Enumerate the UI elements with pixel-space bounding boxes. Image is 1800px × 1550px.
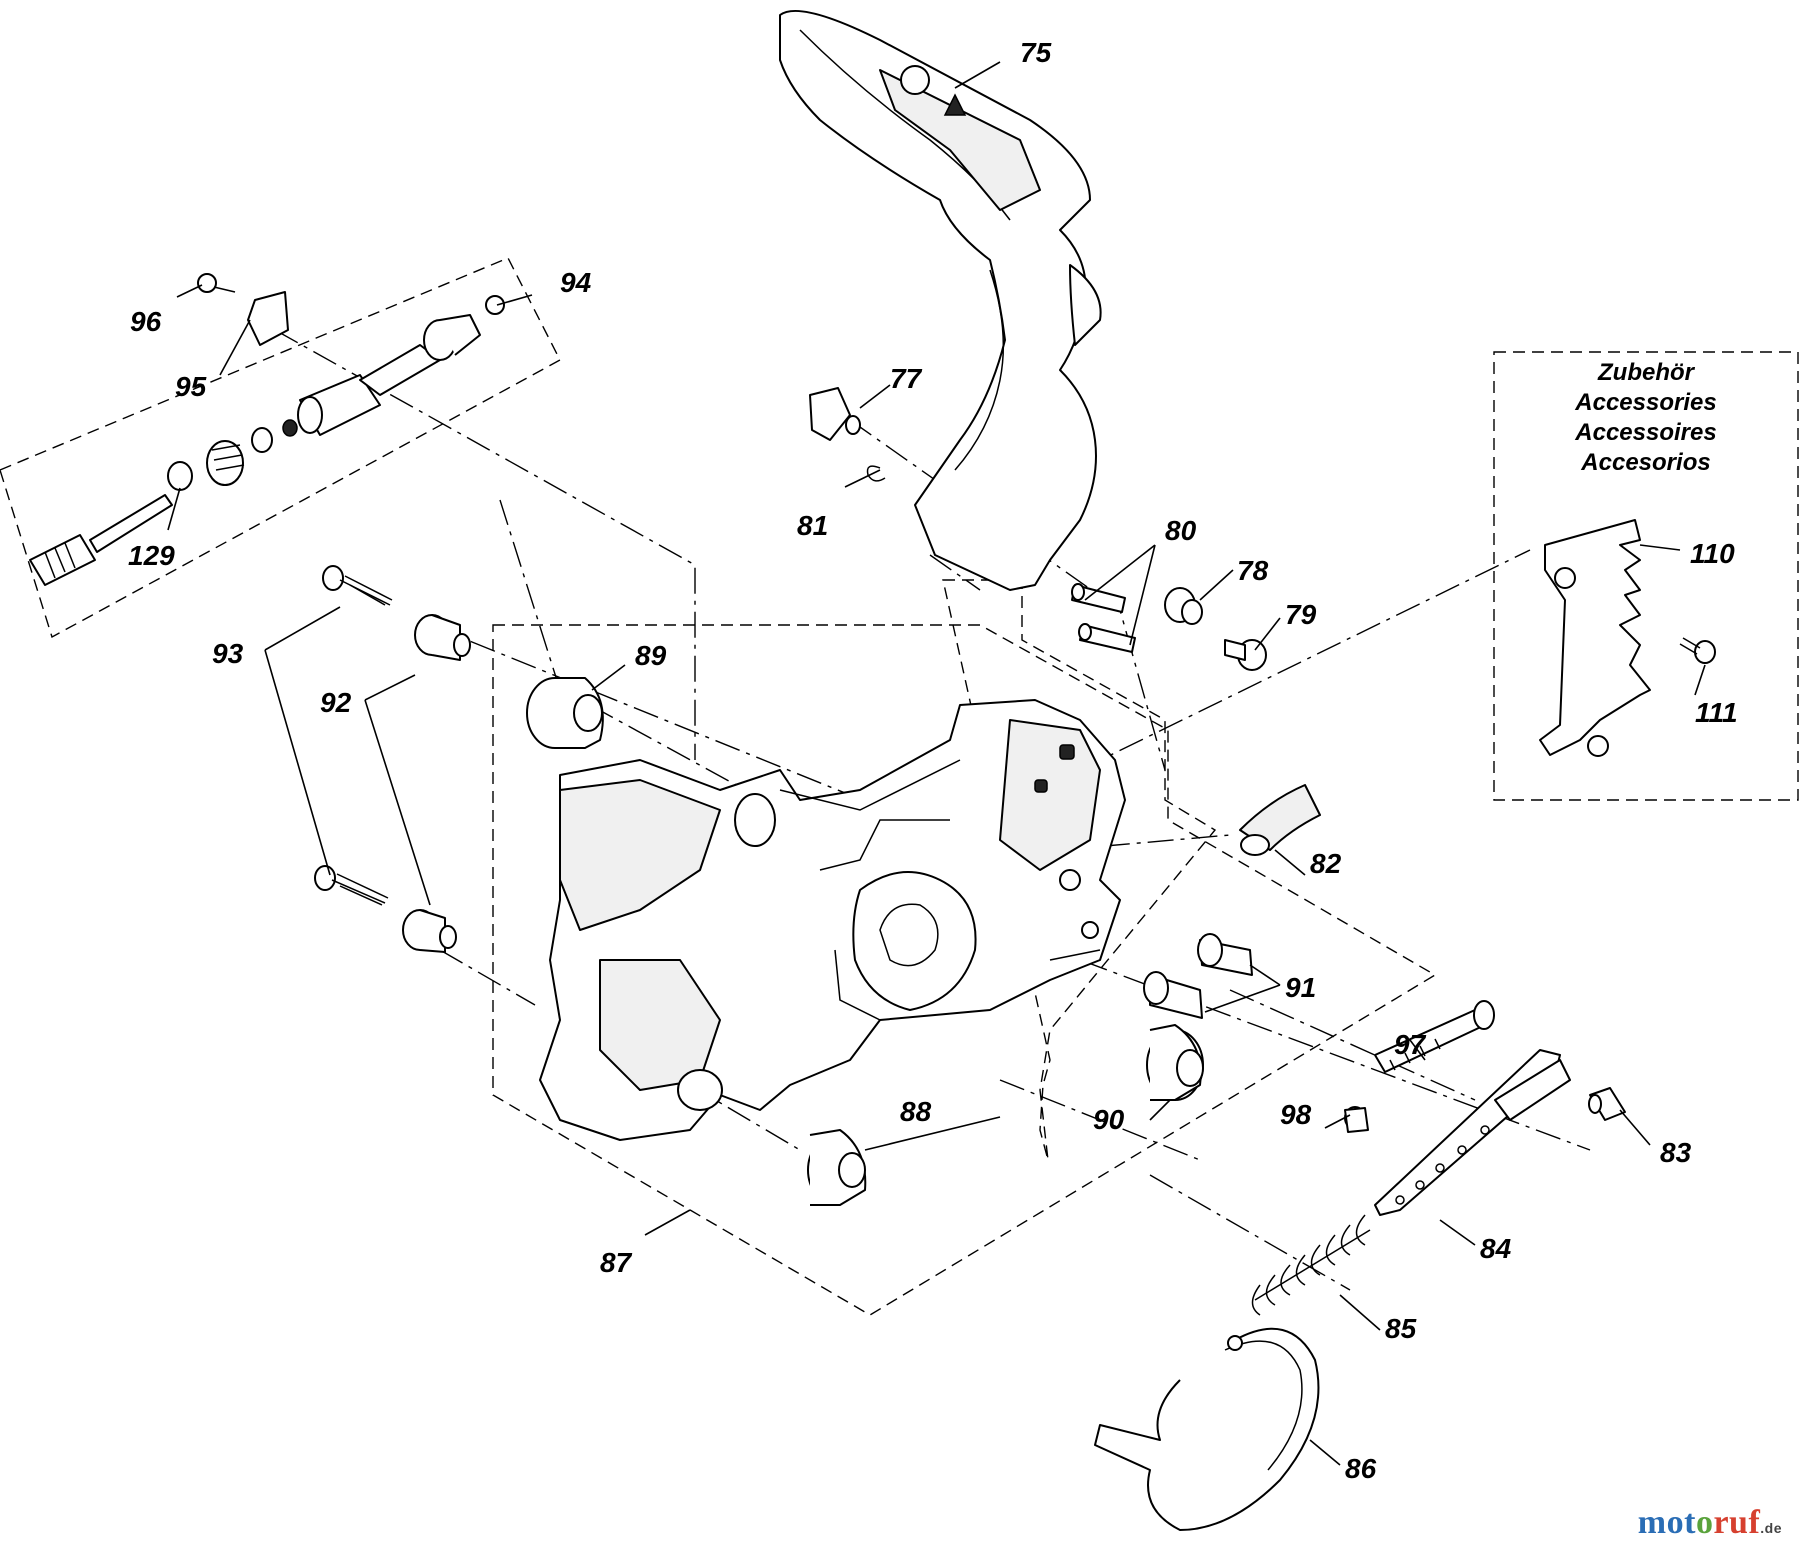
bolt-part-97 <box>1374 1000 1495 1073</box>
callout-93: 93 <box>212 638 244 669</box>
accessories-heading: Zubehör Accessories Accessoires Accesori… <box>1574 359 1716 476</box>
screw-part-79 <box>1224 639 1267 671</box>
callout-94: 94 <box>560 267 592 298</box>
callout-79: 79 <box>1285 599 1317 630</box>
shield-part-82 <box>1239 784 1321 856</box>
spring-part-85 <box>1251 1214 1371 1316</box>
callout-81: 81 <box>797 510 828 541</box>
assembly-box-87 <box>492 624 1437 1316</box>
clutch-cover-part-87 <box>539 699 1126 1141</box>
callout-80: 80 <box>1165 515 1197 546</box>
bushing-part-78 <box>1164 587 1203 625</box>
buffer-part-89 <box>526 677 604 749</box>
studs-part-91 <box>1143 933 1253 1019</box>
lever-part-84 <box>1374 1049 1571 1216</box>
leader-lines <box>167 61 1706 1466</box>
tensioner-kit-part-94 <box>29 273 505 586</box>
callout-90: 90 <box>1093 1104 1125 1135</box>
screw-part-111 <box>1679 637 1716 664</box>
callout-111: 111 <box>1695 697 1738 728</box>
hand-guard-part-75 <box>779 9 1102 591</box>
callout-78: 78 <box>1237 555 1269 586</box>
callout-75: 75 <box>1020 37 1052 68</box>
callout-85: 85 <box>1385 1313 1417 1344</box>
accessories-box <box>1493 351 1799 801</box>
callout-110: 110 <box>1690 538 1735 569</box>
callout-98: 98 <box>1280 1099 1312 1130</box>
callout-87: 87 <box>600 1247 633 1278</box>
callout-84: 84 <box>1480 1233 1512 1264</box>
accessories-line-fr: Accessoires <box>1574 419 1716 446</box>
callout-89: 89 <box>635 640 667 671</box>
callout-92: 92 <box>320 687 352 718</box>
accessories-line-en: Accessories <box>1574 389 1716 416</box>
spacer-part-92-lower <box>402 909 457 953</box>
callout-83: 83 <box>1660 1137 1692 1168</box>
watermark-logo: motoruf.de <box>1637 1504 1782 1541</box>
assembly-box-90 <box>942 579 1217 1161</box>
screw-part-93-upper <box>322 565 393 606</box>
pin-part-83 <box>1588 1087 1626 1121</box>
buffer-part-90 <box>1146 1024 1204 1101</box>
callout-91: 91 <box>1285 972 1316 1003</box>
accessories-line-es: Accesorios <box>1580 449 1710 476</box>
brake-band-part-86 <box>1094 1327 1320 1531</box>
buffer-part-88 <box>807 1129 867 1206</box>
callout-82: 82 <box>1310 848 1342 879</box>
screw-part-93-lower <box>314 865 389 906</box>
nut-part-98 <box>1344 1106 1369 1133</box>
accessories-line-de: Zubehör <box>1597 359 1696 386</box>
callout-97: 97 <box>1394 1029 1427 1060</box>
kit-box-94 <box>0 257 561 639</box>
spacer-part-92-upper <box>414 614 471 661</box>
callout-86: 86 <box>1345 1453 1377 1484</box>
callout-96: 96 <box>130 306 162 337</box>
callout-95: 95 <box>175 371 207 402</box>
callout-129: 129 <box>128 540 175 571</box>
plug-part-77 <box>809 387 861 441</box>
bumper-spike-part-110 <box>1539 519 1651 757</box>
ring-part-81 <box>866 465 886 482</box>
callout-88: 88 <box>900 1096 932 1127</box>
pins-part-80 <box>1071 583 1136 653</box>
callout-77: 77 <box>890 363 923 394</box>
callout-labels: 75 77 81 80 78 79 94 96 95 129 93 92 89 … <box>128 37 1738 1484</box>
